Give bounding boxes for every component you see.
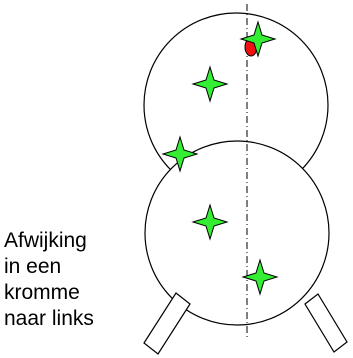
right-support-leg [304, 293, 348, 353]
green-star-marker-2 [191, 65, 229, 103]
left-support-leg [143, 292, 191, 355]
caption-line-4: naar links [4, 307, 94, 330]
lower-circle [144, 140, 330, 326]
green-star-marker-1 [239, 20, 277, 58]
green-star-markers [161, 20, 279, 296]
green-star-marker-4 [191, 203, 229, 241]
caption-line-2: in een [4, 255, 62, 278]
caption-text: Afwijking in een kromme naar links [4, 228, 139, 332]
caption-line-3: kromme [4, 281, 80, 304]
green-star-marker-5 [241, 258, 279, 296]
caption-line-1: Afwijking [4, 229, 87, 252]
green-star-marker-3 [161, 135, 199, 173]
